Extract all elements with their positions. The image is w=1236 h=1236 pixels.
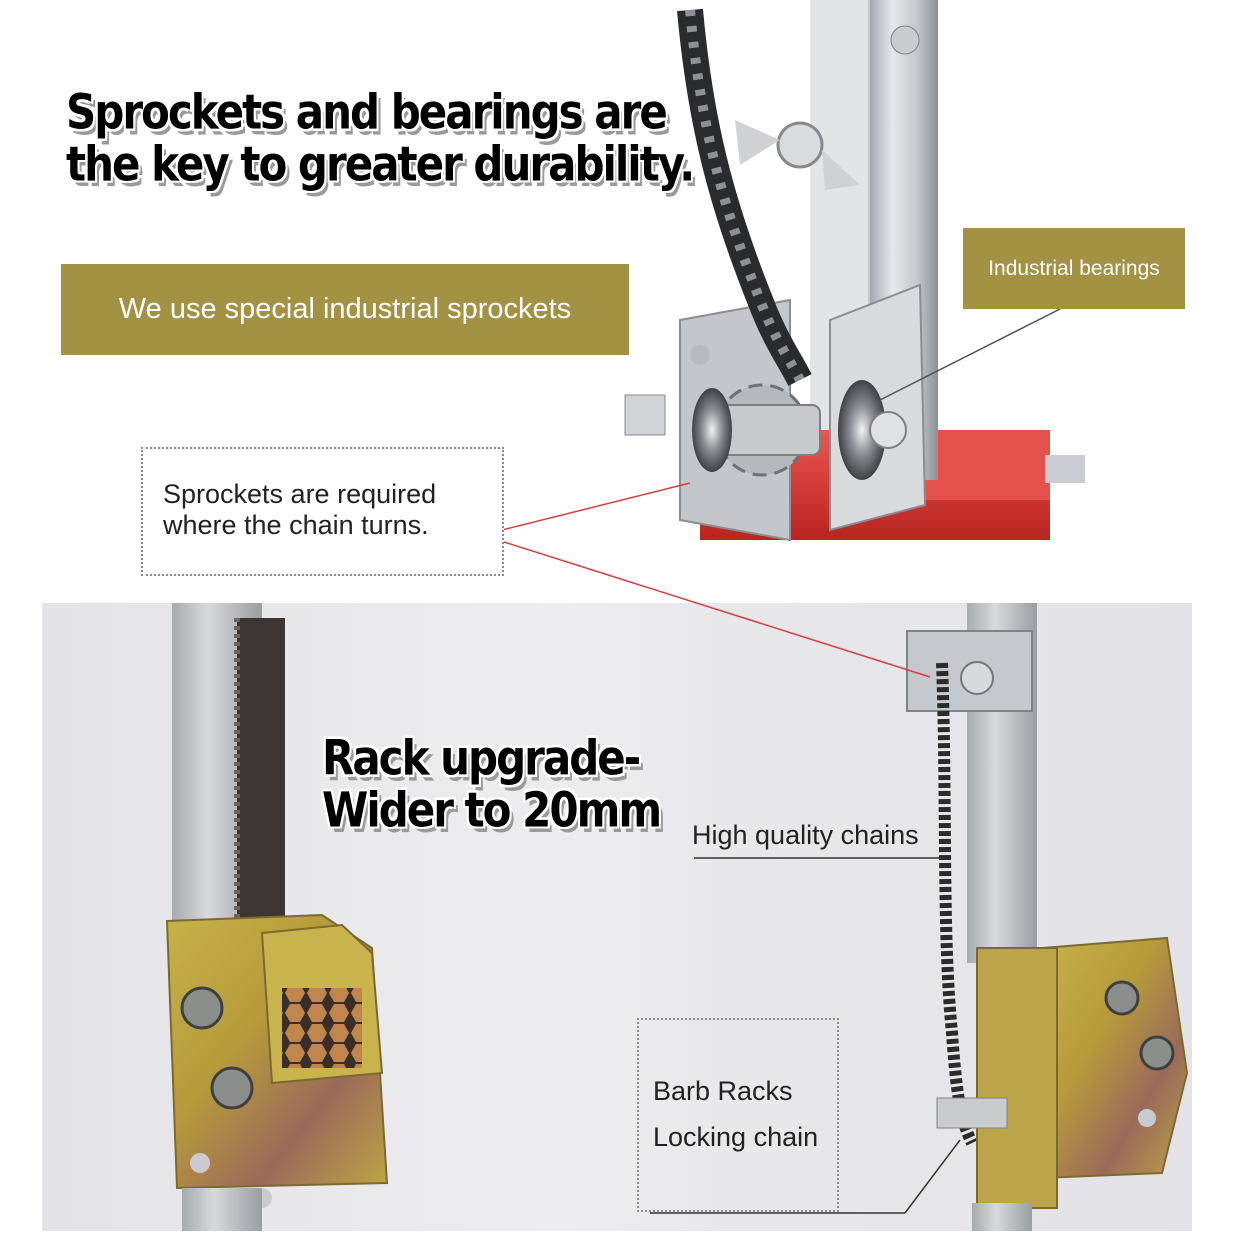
wing-nut-graphic [735,120,860,190]
rack-gear-graphic [234,618,285,938]
headline-durability-line2: the key to greater durability. [66,135,695,193]
lower-photo-art [165,603,1189,1231]
headline-durability-line1: Sprockets and bearings are [66,83,668,141]
banner-industrial-bearings: Industrial bearings [963,228,1185,309]
top-product-photo [624,0,1085,542]
lower-product-photo [42,603,1192,1231]
banner-industrial-sprockets: We use special industrial sprockets [61,264,629,355]
callout-barb-racks: Barb Racks Locking chain [637,1018,839,1212]
headline-rack-line1: Rack upgrade- [322,729,641,787]
headline-durability: Sprockets and bearings are the key to gr… [66,83,695,193]
callout-barb-line1: Barb Racks [653,1076,793,1106]
callout-sprockets-required: Sprockets are required where the chain t… [141,447,504,576]
roller-chain-graphic [677,8,812,386]
banner-industrial-bearings-text: Industrial bearings [988,256,1160,280]
bearing-graphic [692,380,907,480]
callout-barb-line2: Locking chain [653,1122,819,1152]
headline-rack-upgrade: Rack upgrade- Wider to 20mm [322,729,662,839]
label-high-quality-chains: High quality chains [692,820,919,850]
callout-sprockets-line2: where the chain turns. [163,510,429,540]
banner-industrial-sprockets-text: We use special industrial sprockets [118,293,572,325]
headline-rack-line2: Wider to 20mm [322,781,662,839]
callout-sprockets-line1: Sprockets are required [163,479,437,509]
